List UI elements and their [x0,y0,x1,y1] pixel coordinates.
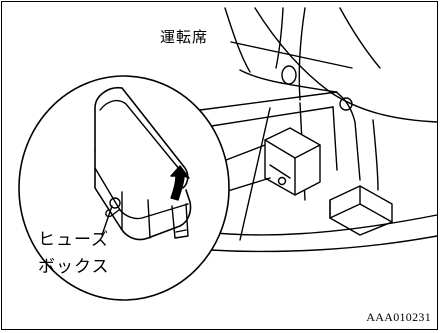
figure-code: AAA010231 [366,310,431,324]
open-arrow-icon [170,165,190,201]
fuse-box-label-line1: ヒューズ [38,230,110,250]
fuse-box-large [94,86,192,241]
fuse-box-label-line2: ボックス [38,257,110,277]
driver-seat-label: 運転席 [160,28,209,46]
seat-background [199,7,438,253]
fuse-box-small [264,127,321,196]
leader-driver-seat [230,41,353,69]
leader-fuse-box [101,205,113,236]
